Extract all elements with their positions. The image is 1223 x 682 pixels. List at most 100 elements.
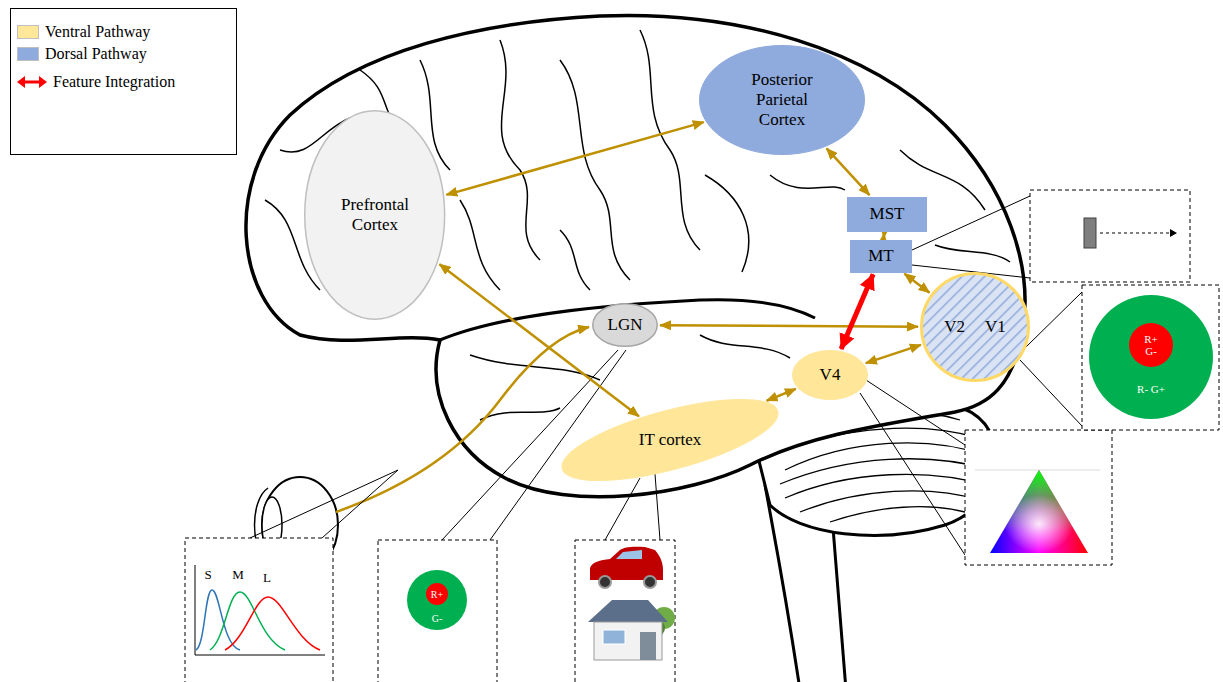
object-callout [575,540,675,682]
text-group: IT cortex [639,430,701,450]
area-outline [793,351,868,400]
brain-gyri [640,30,700,250]
motion-stimulus-callout [1100,233,1170,234]
callout-label: G- [432,613,443,624]
cerebrum-outline [246,15,1025,496]
motion-stimulus-callout [1170,229,1177,237]
area-label: Prefrontal Cortex [329,195,421,235]
brain-gyri [265,30,1010,420]
leader-line [1020,360,1082,426]
cerebellum [785,443,985,470]
legend-label: Ventral Pathway [45,23,150,41]
object-callout [640,632,656,660]
brain-area-ellipse: LGN [592,303,658,347]
legend-entry: Feature Integration [17,73,175,91]
legend-entry: Dorsal Pathway [17,45,147,63]
color-triangle-callout [965,430,1112,565]
callout-label: M [232,568,244,582]
brain-gyri [560,230,590,290]
color-triangle-callout [965,430,1112,565]
brain-gyri [705,175,749,272]
lgn-receptive-field-callout [378,540,497,682]
object-callout [588,600,668,622]
v1-receptive-field-callout [1089,295,1213,419]
eye [336,327,589,512]
cerebellum [780,459,992,484]
cone-sensitivity-callout [225,597,320,650]
brain-area-ellipse: V4 [792,350,868,400]
color-triangle-callout [990,470,1088,553]
legend-arrow-sample [17,76,47,88]
text-group: Posterior Parietal Cortex [742,70,822,130]
callout-label: L [263,571,271,585]
pathway-arrow [866,345,921,363]
object-callout [644,576,656,588]
brain-area-ellipse: IT cortex [559,398,781,482]
leader-line [605,478,640,540]
brain-area-ellipse: Prefrontal Cortex [304,110,445,320]
callout-label: S [204,568,211,582]
area-outline [700,46,865,155]
legend-label: Feature Integration [53,73,175,91]
callout-label: R+ [431,589,443,600]
object-callout [590,547,663,580]
area-label: IT cortex [639,430,701,450]
object-callout [603,630,625,644]
brain-area-box: MST [847,197,927,232]
color-triangle-callout [990,470,1088,553]
cone-sensitivity-callout [210,592,285,650]
area-outline [305,111,445,320]
brain-gyri [935,245,1010,262]
legend-box: Ventral PathwayDorsal PathwayFeature Int… [10,8,237,155]
brain-area-circle: V2 V1 [920,272,1030,382]
legend-arrow-sample [23,81,41,84]
legend-entry: Ventral Pathway [17,23,150,41]
text-group: Prefrontal Cortex [329,195,421,235]
pathway-arrow [660,325,918,326]
motion-stimulus-callout [1084,218,1096,248]
leader-line [1026,292,1082,347]
pathway-arrow [904,274,929,293]
text-group: V4 [820,365,841,385]
eye [255,327,590,573]
cone-sensitivity-callout [185,538,333,682]
leader-line [250,470,398,538]
callout-label: R- G+ [1137,383,1165,395]
leader-line [322,470,398,538]
text-group: LGN [608,315,643,335]
area-label: MST [870,204,905,224]
area-outline [922,274,1029,381]
text-group: MT [868,246,894,266]
v1-receptive-field-callout [1082,285,1219,430]
legend-arrow-sample [17,74,47,90]
brainstem [832,515,846,682]
pathway-arrow [767,389,796,401]
area-label: V2 [944,317,965,337]
color-triangle-callout [975,470,1100,471]
motion-stimulus-callout [1030,190,1190,282]
object-callout [616,550,642,559]
area-label: Posterior Parietal Cortex [742,70,822,130]
integration-arrow [841,274,873,349]
callout-label: R+ G- [1138,333,1164,357]
area-label: V4 [820,365,841,385]
legend-swatch [17,47,39,61]
leader-line [655,474,660,540]
brain-area-ellipse: Posterior Parietal Cortex [699,45,865,155]
cerebellum [830,507,965,522]
area-outline [920,272,1030,382]
cerebrum-outline [246,15,1025,496]
brain-gyri [460,200,500,290]
area-label: V1 [985,317,1006,337]
pathway-arrow [827,148,870,195]
v1-receptive-field-callout [1082,285,1219,430]
lgn-receptive-field-callout [378,540,497,682]
color-triangle-callout [990,470,1088,553]
pathway-arrow [882,233,885,237]
cone-sensitivity-callout [185,538,333,682]
brain-gyri [500,40,540,260]
brain-gyri [770,175,845,190]
area-label: MT [868,246,894,266]
lgn-receptive-field-callout [426,583,448,605]
